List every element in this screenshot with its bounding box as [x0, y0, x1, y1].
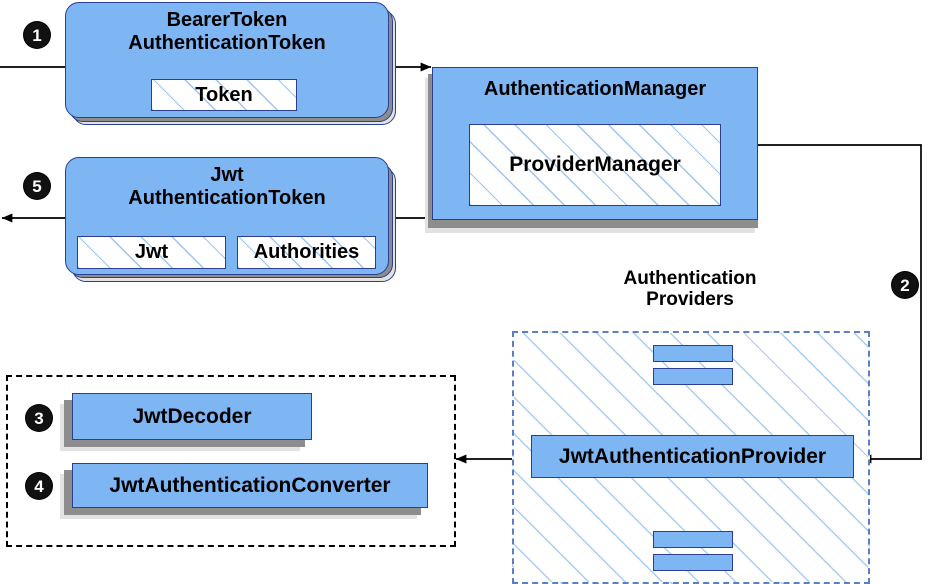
- jwt-token-inner-jwt-box[interactable]: Jwt: [77, 236, 226, 269]
- provider-manager-label: ProviderManager: [509, 153, 681, 176]
- jwt-token-inner-authorities-box[interactable]: Authorities: [237, 236, 376, 269]
- step-marker-4-number: 4: [34, 476, 44, 496]
- step-marker-1: 1: [24, 22, 50, 48]
- step-marker-2-number: 2: [900, 275, 910, 295]
- provider-stack-bottom-bar-1: [653, 531, 733, 548]
- step-marker-2: 2: [892, 272, 918, 298]
- bearer-token-authentication-token-node[interactable]: BearerToken AuthenticationToken: [65, 2, 389, 118]
- jwt-authentication-converter-node[interactable]: JwtAuthenticationConverter: [72, 463, 428, 508]
- bearer-token-inner-token-box[interactable]: Token: [151, 79, 297, 111]
- step-marker-5: 5: [24, 173, 50, 199]
- jwt-decoder-label: JwtDecoder: [132, 404, 252, 428]
- jwt-token-title-line1: Jwt: [210, 164, 244, 186]
- authentication-manager-inner-provider-manager-box[interactable]: ProviderManager: [469, 124, 721, 206]
- jwt-support-group: [6, 375, 456, 547]
- authentication-providers-label-line2: Providers: [646, 289, 734, 311]
- jwt-authentication-provider-node[interactable]: JwtAuthenticationProvider: [531, 435, 854, 478]
- provider-stack-bottom-bar-2: [653, 554, 733, 571]
- provider-stack-top-bar-1: [653, 345, 733, 362]
- step-marker-3-number: 3: [34, 408, 44, 428]
- authentication-providers-label: Authentication Providers: [585, 268, 795, 311]
- bearer-token-title-line1: BearerToken: [166, 9, 288, 31]
- bearer-token-title-line2: AuthenticationToken: [128, 31, 326, 54]
- step-marker-5-number: 5: [32, 176, 42, 196]
- step-marker-1-number: 1: [32, 25, 42, 45]
- step-marker-3: 3: [26, 405, 52, 431]
- jwt-authentication-provider-label: JwtAuthenticationProvider: [558, 444, 827, 468]
- authentication-providers-label-line1: Authentication: [623, 268, 757, 289]
- authentication-manager-title: AuthenticationManager: [483, 78, 707, 100]
- jwt-token-inner-authorities-label: Authorities: [253, 241, 360, 263]
- manager-to-provider-arrow: [757, 144, 922, 464]
- bearer-token-inner-token-label: Token: [195, 83, 253, 106]
- provider-stack-top-bar-2: [653, 368, 733, 385]
- step-marker-4: 4: [26, 473, 52, 499]
- jwt-authentication-converter-label: JwtAuthenticationConverter: [109, 473, 391, 497]
- jwt-decoder-node[interactable]: JwtDecoder: [72, 393, 312, 440]
- jwt-token-inner-jwt-label: Jwt: [134, 241, 169, 263]
- jwt-token-title-line2: AuthenticationToken: [128, 186, 326, 209]
